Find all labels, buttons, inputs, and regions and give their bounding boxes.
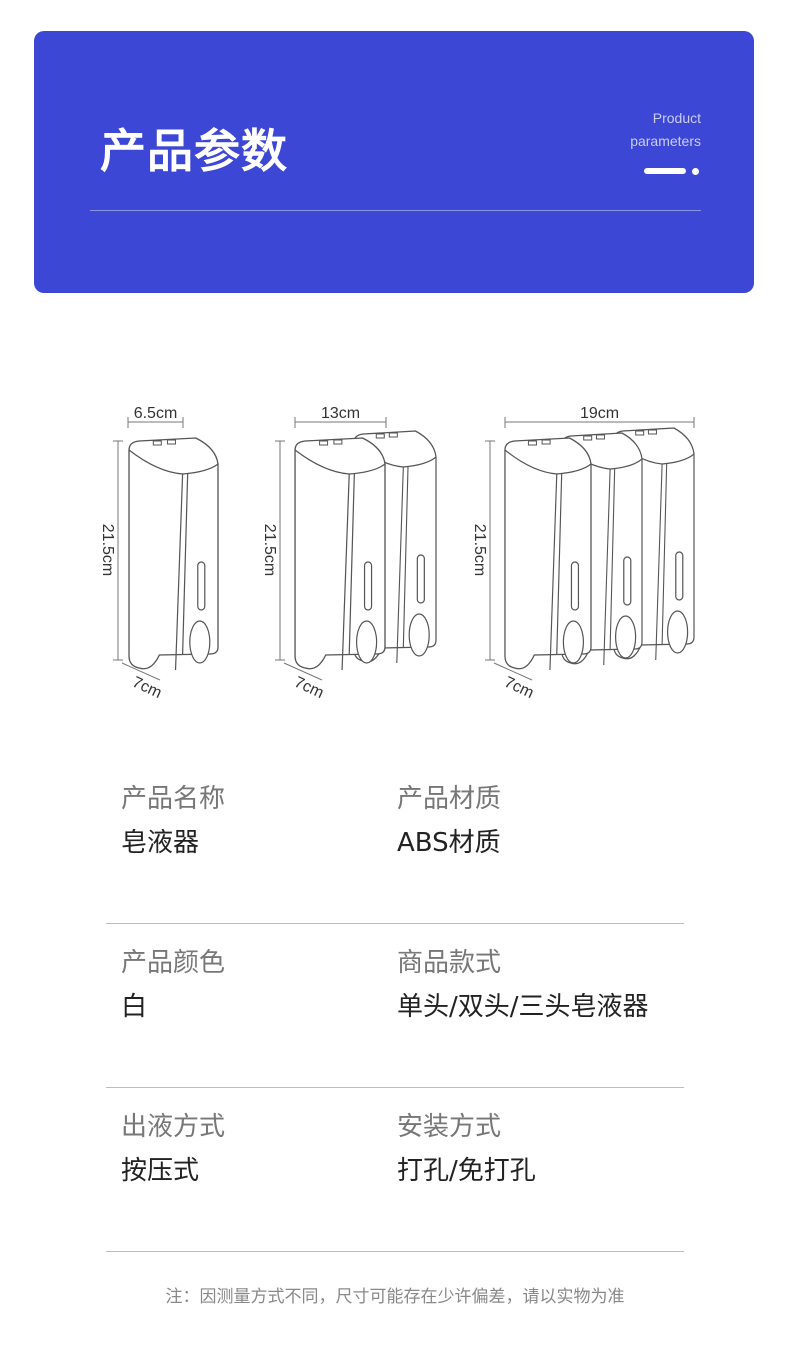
spec-value: 白	[121, 992, 148, 1022]
dispenser-front-edge	[603, 468, 616, 666]
refill-hole	[375, 433, 385, 439]
refill-hole	[166, 439, 176, 445]
dispenser-body	[504, 437, 592, 670]
spec-row: 出液方式按压式 安装方式打孔/免打孔	[106, 1088, 684, 1252]
refill-hole	[319, 440, 329, 446]
subtitle-line-2: parameters	[630, 133, 701, 149]
dimension-label: 21.5cm	[471, 524, 488, 576]
spec-label: 安装方式	[397, 1112, 502, 1142]
dimension-label: 7cm	[292, 674, 327, 702]
level-window	[570, 561, 580, 611]
spec-label: 产品名称	[121, 784, 226, 814]
spec-row: 产品颜色白 商品款式单头/双头/三头皂液器	[106, 924, 684, 1088]
refill-hole	[152, 440, 162, 446]
measurement-note: 注：因测量方式不同，尺寸可能存在少许偏差，请以实物为准	[165, 1287, 625, 1307]
dimension-line	[283, 662, 323, 681]
pump-button	[355, 620, 378, 664]
level-window	[416, 554, 425, 604]
dispenser-front-edge	[174, 473, 189, 671]
pump-button	[189, 620, 211, 664]
dispenser-body	[294, 437, 386, 670]
refill-hole	[595, 434, 605, 440]
header-banner: 产品参数 Product parameters	[34, 31, 754, 293]
subtitle-line-1: Product	[652, 110, 701, 126]
spec-value: 按压式	[121, 1156, 200, 1186]
spec-value: 打孔/免打孔	[397, 1156, 536, 1186]
spec-value: 皂液器	[121, 828, 200, 858]
dimension-label: 6.5cm	[134, 405, 178, 422]
dimension-diagram: 6.5cm 21.5cm 7cm 13cm 21.5cm 7cm 19cm 21.5cm 7cm	[99, 405, 695, 702]
pump-button	[562, 620, 585, 664]
refill-hole	[583, 435, 593, 441]
dispenser-front-edge	[396, 466, 409, 664]
spec-value: 单头/双头/三头皂液器	[397, 992, 649, 1022]
dimension-label: 13cm	[321, 405, 360, 422]
dimension-label: 7cm	[130, 674, 165, 702]
dispenser-unit	[294, 437, 386, 671]
decor-bar	[644, 168, 686, 174]
level-window	[675, 551, 684, 601]
dimension-line	[121, 662, 161, 681]
dispenser-front-edge	[549, 473, 563, 671]
refill-hole	[541, 439, 551, 445]
spec-row: 产品名称皂液器 产品材质 ABS材质	[106, 760, 684, 924]
dispenser-unit	[504, 437, 592, 671]
refill-hole	[388, 432, 398, 438]
dispenser-unit	[128, 437, 219, 671]
dimension-label: 19cm	[580, 405, 619, 422]
dimension-label: 21.5cm	[261, 524, 278, 576]
dispenser-front-edge	[341, 473, 355, 671]
refill-hole	[647, 429, 657, 435]
level-window	[623, 556, 632, 606]
refill-hole	[635, 430, 645, 436]
page-title: 产品参数	[100, 124, 288, 178]
spec-label: 产品颜色	[121, 948, 226, 978]
header-divider	[90, 210, 701, 211]
dimension-label: 21.5cm	[99, 524, 116, 576]
pump-button	[408, 613, 430, 657]
level-window	[363, 561, 373, 611]
refill-hole	[333, 439, 343, 445]
dimension-line	[493, 662, 533, 681]
level-window	[197, 561, 206, 611]
spec-label: 产品材质	[397, 784, 502, 814]
dispenser-body	[128, 437, 219, 670]
spec-value: ABS材质	[397, 828, 501, 858]
dimension-label: 7cm	[502, 674, 537, 702]
spec-label: 出液方式	[121, 1112, 226, 1142]
english-subtitle: Product parameters	[630, 107, 701, 153]
dispenser-top-edge	[294, 449, 386, 475]
pump-button	[614, 615, 637, 659]
spec-label: 商品款式	[397, 948, 502, 978]
dispenser-front-edge	[655, 463, 668, 661]
decor-dot	[692, 168, 699, 175]
refill-hole	[527, 440, 537, 446]
pump-button	[666, 610, 689, 654]
